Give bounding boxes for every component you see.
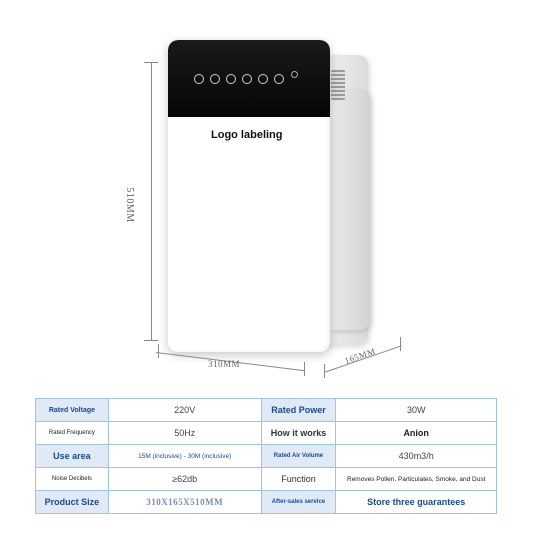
spec-label: After-sales service xyxy=(260,490,337,514)
touch-button-icon xyxy=(194,74,204,84)
table-row: Rated Frequency 50Hz How it works Anion xyxy=(35,421,497,445)
dimension-tick xyxy=(158,344,159,358)
height-label: 510MM xyxy=(124,187,135,223)
spec-value: 430m3/h xyxy=(335,444,497,468)
depth-label: 165MM xyxy=(343,346,377,366)
spec-value: 15M (inclusive) - 30M (inclusive) xyxy=(107,444,262,468)
width-label: 310MM xyxy=(208,359,241,369)
table-row: Product Size 310X165X510MM After-sales s… xyxy=(35,490,497,514)
dimension-tick xyxy=(324,364,325,378)
spec-label: Product Size xyxy=(35,490,109,514)
spec-label: Rated Power xyxy=(260,398,337,422)
touch-button-icon xyxy=(258,74,268,84)
spec-value: Store three guarantees xyxy=(335,490,497,514)
dimension-tick xyxy=(400,337,401,351)
product-illustration: Logo labeling 510MM 310MM 165MM xyxy=(124,40,402,378)
purifier-back-panel xyxy=(330,90,370,330)
spec-value: Anion xyxy=(335,421,497,445)
spec-value: 50Hz xyxy=(107,421,262,445)
spec-value: 310X165X510MM xyxy=(107,490,262,514)
spec-label: Rated Voltage xyxy=(35,398,109,422)
table-row: Noise Decibels ≥62db Function Removes Po… xyxy=(35,467,497,491)
dimension-tick xyxy=(144,340,158,341)
spec-label: Rated Frequency xyxy=(35,421,109,445)
spec-label: Rated Air Volume xyxy=(260,444,337,468)
touch-button-icon xyxy=(274,74,284,84)
control-panel xyxy=(168,40,330,117)
dimension-tick xyxy=(304,362,305,376)
spec-value: 30W xyxy=(335,398,497,422)
spec-label: How it works xyxy=(260,421,337,445)
power-indicator-icon xyxy=(291,71,298,78)
table-row: Rated Voltage 220V Rated Power 30W xyxy=(35,398,497,422)
spec-label: Use area xyxy=(35,444,109,468)
vent-grille xyxy=(331,70,345,100)
touch-button-icon xyxy=(242,74,252,84)
height-dimension-line xyxy=(151,62,152,340)
purifier-front: Logo labeling xyxy=(168,40,330,352)
spec-value: Removes Pollen, Particulates, Smoke, and… xyxy=(335,467,497,491)
spec-label: Noise Decibels xyxy=(35,467,109,491)
touch-button-icon xyxy=(226,74,236,84)
spec-table: Rated Voltage 220V Rated Power 30W Rated… xyxy=(35,398,497,514)
dimension-tick xyxy=(144,62,158,63)
logo-text: Logo labeling xyxy=(211,129,283,141)
touch-buttons xyxy=(194,74,284,84)
table-row: Use area 15M (inclusive) - 30M (inclusiv… xyxy=(35,444,497,468)
touch-button-icon xyxy=(210,74,220,84)
spec-value: ≥62db xyxy=(107,467,262,491)
spec-label: Function xyxy=(260,467,337,491)
spec-value: 220V xyxy=(107,398,262,422)
